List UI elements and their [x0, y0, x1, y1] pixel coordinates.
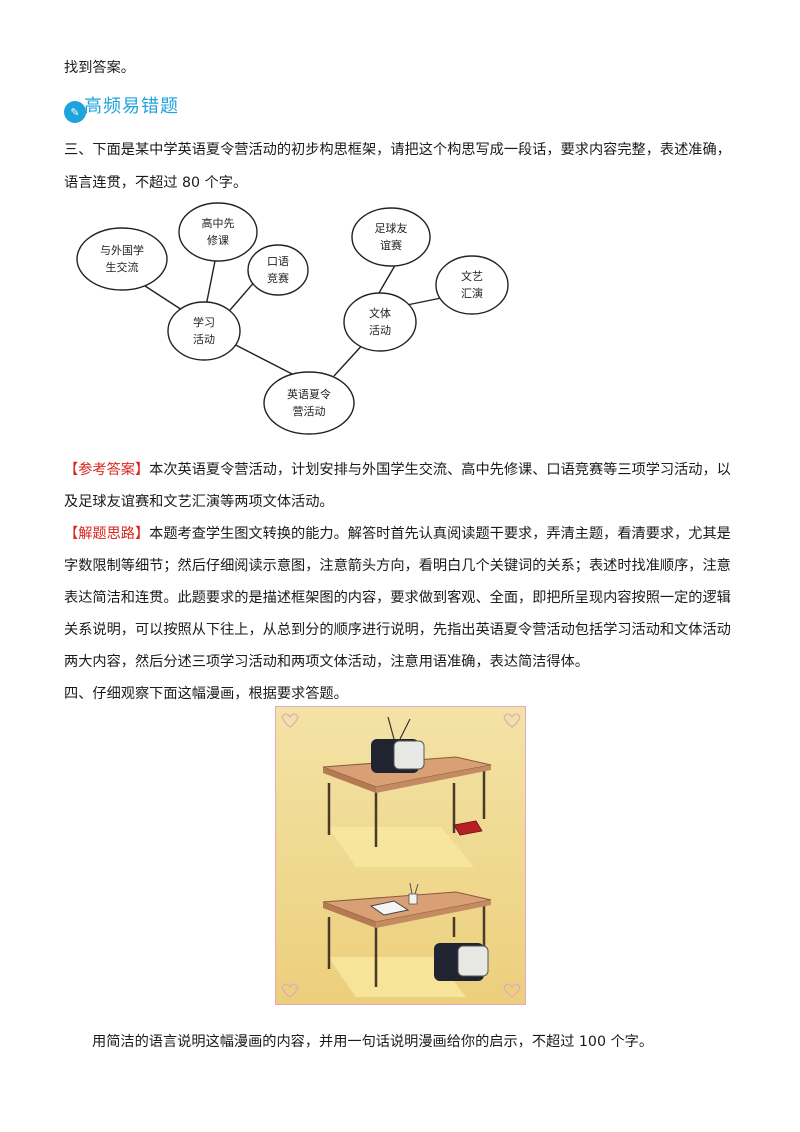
open-book-on-table — [369, 900, 410, 916]
analysis-line5: 两大内容，然后分述三项学习活动和两项文体活动，注意用语准确，表达简洁得体。 — [64, 654, 589, 670]
analysis-line1: 【解题思路】本题考查学生图文转换的能力。解答时首先认真阅读题干要求，弄清主题，看… — [64, 524, 736, 544]
node-art — [435, 255, 509, 315]
answer-tag: 【参考答案】 — [64, 462, 150, 478]
node-study-label2: 活动 — [193, 333, 215, 346]
node-course — [178, 202, 258, 262]
node-football-label1: 足球友 — [375, 221, 408, 235]
node-study — [167, 301, 241, 361]
corner-hearts-icon — [281, 713, 521, 998]
connector-study-exchange — [141, 283, 183, 311]
analysis-text1: 本题考查学生图文转换的能力。解答时首先认真阅读题干要求，弄清主题，看清要求，尤其… — [149, 526, 731, 542]
q3-line1: 三、下面是某中学英语夏令营活动的初步构思框架，请把这个构思写成一段话，要求内容完… — [64, 142, 731, 158]
analysis-line4: 关系说明，可以按照从下往上，从总到分的顺序进行说明，先指出英语夏令营活动包括学习… — [64, 622, 731, 638]
node-oral-label1: 口语 — [267, 255, 289, 268]
connector-culture-art — [406, 297, 442, 306]
connector-culture-football — [375, 261, 398, 299]
node-culture-label1: 文体 — [369, 306, 391, 320]
node-course-label1: 高中先 — [202, 216, 235, 230]
analysis-tag: 【解题思路】 — [64, 526, 150, 542]
node-culture-label2: 活动 — [369, 324, 391, 337]
connector-study-course — [205, 260, 216, 307]
lower-table-shadow — [328, 957, 466, 997]
node-culture — [343, 292, 417, 352]
node-art-label2: 汇演 — [461, 286, 483, 300]
upper-scene — [322, 716, 492, 867]
node-football — [351, 207, 431, 267]
answer-text1: 本次英语夏令营活动，计划安排与外国学生交流、高中先修课、口语竞赛等三项学习活动，… — [149, 462, 731, 478]
analysis-line3: 表达简洁和连贯。此题要求的是描述框架图的内容，要求做到客观、全面，即把所呈现内容… — [64, 590, 731, 606]
node-exchange-label1: 与外国学 — [100, 243, 144, 257]
q4-instruction: 用简洁的语言说明这幅漫画的内容，并用一句话说明漫画给你的启示，不超过 100 个… — [92, 1034, 654, 1050]
mind-map-diagram: 英语夏令 营活动 学习 活动 文体 活动 与外国学 生交流 高中先 修课 口语 … — [76, 202, 509, 435]
node-center-label1: 英语夏令 — [287, 387, 331, 401]
node-study-label1: 学习 — [193, 315, 215, 329]
node-art-label1: 文艺 — [461, 269, 483, 283]
answer-line1: 【参考答案】本次英语夏令营活动，计划安排与外国学生交流、高中先修课、口语竞赛等三… — [64, 460, 736, 480]
section-title: 高频易错题 — [84, 96, 179, 117]
cartoon-image — [275, 706, 526, 1005]
lower-scene — [322, 882, 492, 997]
analysis-line2: 字数限制等细节；然后仔细阅读示意图，注意箭头方向，看明白几个关键词的关系；表述时… — [64, 558, 731, 574]
node-oral — [247, 244, 309, 296]
q4-title: 四、仔细观察下面这幅漫画，根据要求答题。 — [64, 686, 348, 702]
pen-cup — [408, 893, 418, 905]
node-center — [263, 371, 355, 435]
answer-line2: 及足球友谊赛和文艺汇演等两项文体活动。 — [64, 494, 334, 510]
q3-line2: 语言连贯，不超过 80 个字。 — [64, 175, 248, 191]
node-football-label2: 谊赛 — [380, 238, 402, 252]
node-exchange-label2: 生交流 — [106, 260, 139, 274]
section-heading: ✎ 高频易错题 — [64, 90, 179, 123]
pencil-badge-icon: ✎ — [64, 101, 86, 123]
node-oral-label2: 竞赛 — [267, 271, 289, 285]
node-course-label2: 修课 — [207, 233, 229, 247]
node-center-label2: 营活动 — [293, 404, 326, 418]
book-on-floor — [453, 820, 483, 836]
upper-table-shadow — [328, 827, 474, 867]
intro-tail: 找到答案。 — [64, 60, 135, 76]
cartoon-drawing — [276, 707, 525, 1004]
node-exchange — [76, 227, 168, 291]
